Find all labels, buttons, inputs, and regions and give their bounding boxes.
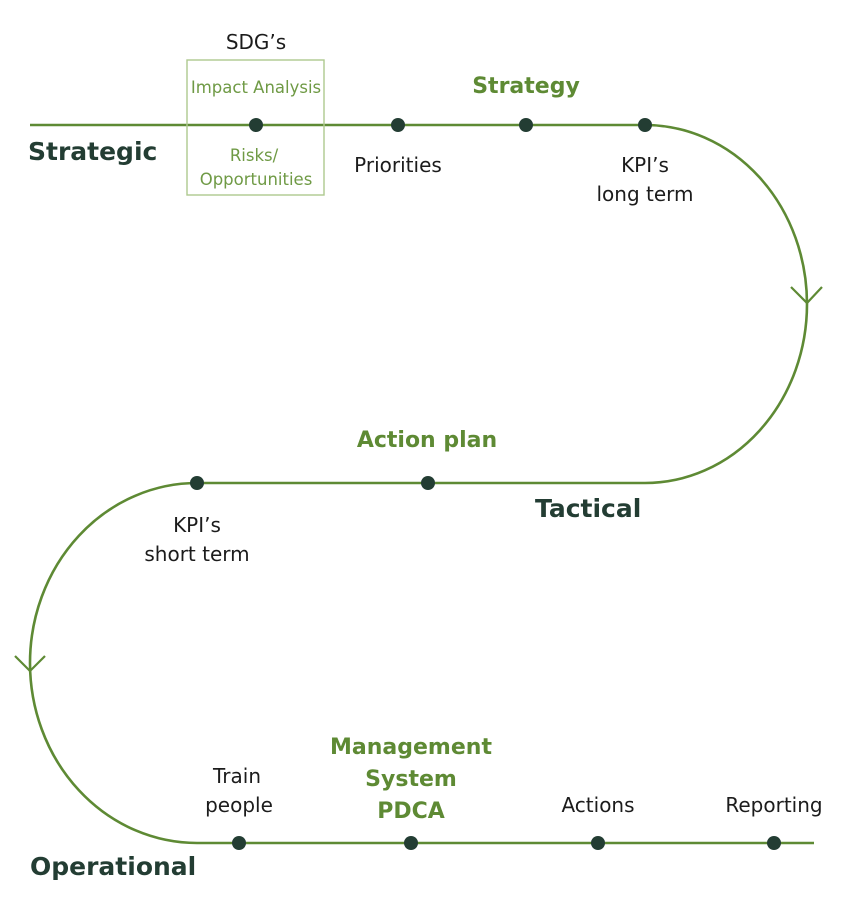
kpi-short-line2: short term bbox=[144, 542, 249, 566]
arrow-down-right-icon bbox=[790, 286, 823, 305]
phase-management-line3: PDCA bbox=[377, 799, 445, 824]
dot-management bbox=[404, 836, 418, 850]
phase-action-plan: Action plan bbox=[357, 428, 497, 453]
opportunities-label: Opportunities bbox=[200, 170, 313, 189]
dot-strategy bbox=[519, 118, 533, 132]
kpi-long-line2: long term bbox=[596, 182, 693, 206]
dot-impact bbox=[249, 118, 263, 132]
dot-actions bbox=[591, 836, 605, 850]
dot-priorities bbox=[391, 118, 405, 132]
dot-kpi-short bbox=[190, 476, 204, 490]
level-strategic: Strategic bbox=[28, 137, 157, 166]
impact-analysis-label: Impact Analysis bbox=[191, 78, 321, 97]
train-people-line1: Train bbox=[212, 764, 261, 788]
train-people-line2: people bbox=[205, 793, 273, 817]
level-tactical: Tactical bbox=[535, 494, 641, 523]
phase-management-line1: Management bbox=[330, 735, 492, 760]
arrow-down-left-icon bbox=[14, 655, 46, 673]
kpi-short-line1: KPI’s bbox=[173, 513, 221, 537]
phase-management-line2: System bbox=[365, 767, 457, 792]
sdg-box bbox=[186, 59, 325, 196]
sdg-label: SDG’s bbox=[226, 30, 286, 54]
reporting-label: Reporting bbox=[725, 793, 822, 817]
phase-strategy: Strategy bbox=[472, 74, 580, 99]
dot-action-plan bbox=[421, 476, 435, 490]
risks-label: Risks/ bbox=[230, 146, 279, 165]
dot-reporting bbox=[767, 836, 781, 850]
kpi-long-line1: KPI’s bbox=[621, 153, 669, 177]
level-operational: Operational bbox=[30, 852, 196, 881]
dot-train-people bbox=[232, 836, 246, 850]
priorities-label: Priorities bbox=[354, 153, 442, 177]
dot-kpi-long bbox=[638, 118, 652, 132]
actions-label: Actions bbox=[561, 793, 634, 817]
